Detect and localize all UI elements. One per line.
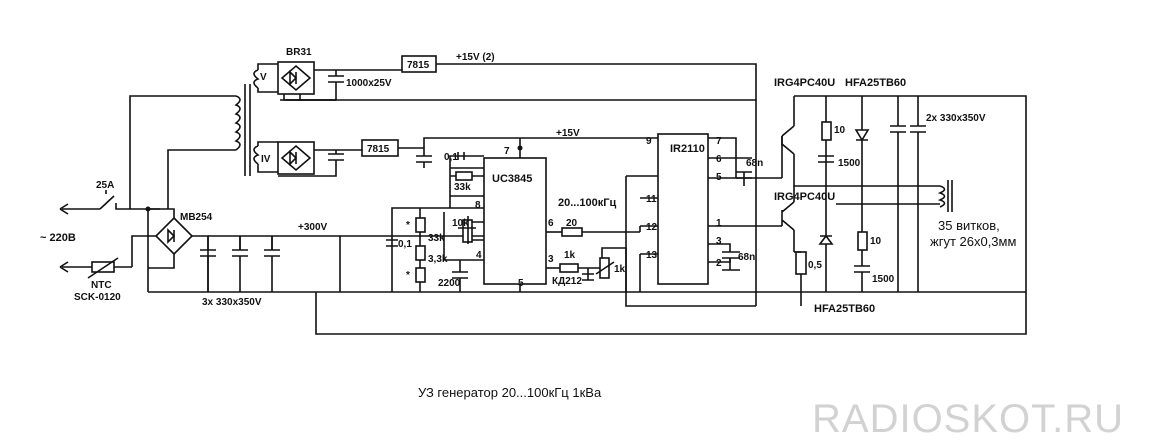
ir2110-pin13: 13 <box>646 250 658 261</box>
ir2110-label: IR2110 <box>670 143 705 155</box>
shunt-resistor <box>795 251 807 275</box>
output-caps-label: 2x 330x350V <box>926 113 986 124</box>
r-33k-mid-label: 33k <box>428 233 445 244</box>
igbt-upper-label: IRG4PC40U <box>774 77 835 89</box>
output-coil <box>937 180 953 212</box>
uc3845-pin8: 8 <box>475 200 481 211</box>
uc3845-block <box>386 152 756 307</box>
cap-01-left-label: 0,1 <box>398 239 412 250</box>
transformer <box>234 69 260 176</box>
uc3845-label: UC3845 <box>492 173 532 185</box>
ir2110-block <box>625 100 782 306</box>
uc3845-pin4: 4 <box>476 250 482 261</box>
diagram-caption: УЗ генератор 20...100кГц 1кВа <box>418 385 602 400</box>
ntc-label: NTC <box>91 280 112 291</box>
pot-1k-label: 1k <box>614 264 626 275</box>
ir2110-chip <box>657 133 709 285</box>
hv-bus-label: +300V <box>298 222 328 233</box>
coil-turns-label: 35 витков, <box>938 218 1000 233</box>
ir2110-pin3: 3 <box>716 236 722 247</box>
frequency-label: 20...100кГц <box>558 197 616 209</box>
mains-voltage-label: ~ 220В <box>40 232 76 244</box>
winding-v-label: V <box>260 72 267 83</box>
watermark: RADIOSKOT.RU <box>812 397 1124 441</box>
ir2110-pin6: 6 <box>716 154 722 165</box>
uc3845-pin5: 5 <box>518 278 524 289</box>
cap-2200-label: 2200 <box>438 278 461 289</box>
r-33k-top-label: 33k <box>454 182 471 193</box>
diode-upper-label: HFA25TB60 <box>845 77 906 89</box>
r-20-label: 20 <box>566 218 578 229</box>
snubber-c-upper: 1500 <box>838 158 861 169</box>
fuse-switch-label: 25A <box>96 180 114 191</box>
bulk-capacitors <box>200 236 280 292</box>
r-1k-label: 1k <box>564 250 576 261</box>
diode-lower-label: HFA25TB60 <box>814 303 875 315</box>
ir2110-pin2: 2 <box>716 258 722 269</box>
r-33k-low-label: 3,3k <box>428 254 448 265</box>
snubber-c-lower: 1500 <box>872 274 895 285</box>
upper-rectifier <box>257 55 757 101</box>
shunt-label: 0,5 <box>808 260 822 271</box>
star-b: * <box>406 270 410 281</box>
ir2110-pin11: 11 <box>646 194 657 205</box>
ir2110-pin12: 12 <box>646 222 658 233</box>
snubber-r-lower: 10 <box>870 236 882 247</box>
vcc-cap-label: 68n <box>738 252 755 263</box>
ir2110-pin5: 5 <box>716 172 722 183</box>
bridge-label: MB254 <box>180 212 213 223</box>
lower-rectifier <box>257 137 640 177</box>
power-stage <box>315 95 1027 335</box>
igbt-lower-label: IRG4PC40U <box>774 191 835 203</box>
star-a: * <box>406 220 410 231</box>
rail-2-label: +15V (2) <box>456 52 495 63</box>
rail-15v-label: +15V <box>556 128 580 139</box>
upper-cap-label: 1000x25V <box>346 78 392 89</box>
boot-cap-label: 68n <box>746 158 763 169</box>
regulator-lower-label: 7815 <box>367 144 390 155</box>
pot-10k-label: 10k <box>452 218 469 229</box>
br31-label: BR31 <box>286 47 312 58</box>
uc3845-pin7: 7 <box>504 146 510 157</box>
ntc-part-label: SCK-0120 <box>74 292 121 303</box>
coil-wire-label: жгут 26х0,3мм <box>930 234 1016 249</box>
uc3845-pin6: 6 <box>548 218 554 229</box>
bridge-mb254 <box>131 206 209 292</box>
ir2110-pin1: 1 <box>716 218 722 229</box>
uc3845-pin3: 3 <box>548 254 554 265</box>
winding-iv-label: IV <box>261 154 271 165</box>
mains-input <box>59 190 160 279</box>
diode-kd212-label: КД212 <box>552 276 582 287</box>
ir2110-pin7: 7 <box>716 136 722 147</box>
bulk-caps-label: 3x 330x350V <box>202 297 262 308</box>
uc3845-chip <box>483 157 547 285</box>
transformer-primary-feed <box>129 95 236 209</box>
snubber-r-upper: 10 <box>834 125 846 136</box>
regulator-upper-label: 7815 <box>407 60 430 71</box>
timing-cap-label: 0,1 <box>444 152 458 163</box>
ir2110-pin9: 9 <box>646 136 652 147</box>
